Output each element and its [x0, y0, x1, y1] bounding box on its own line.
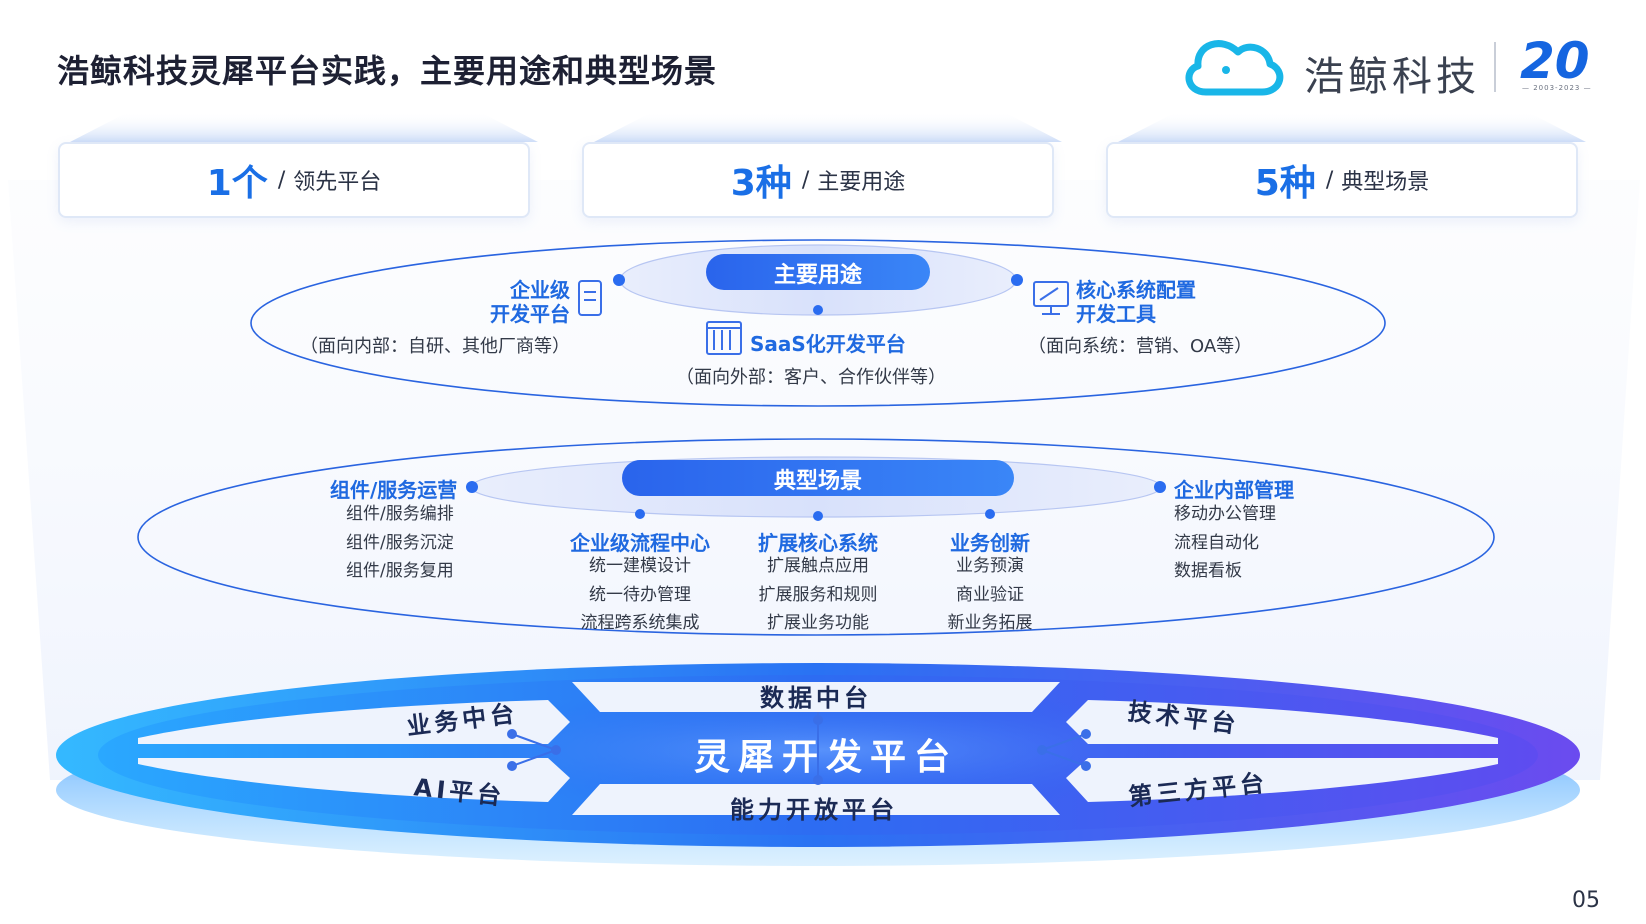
list-item: 新业务拓展: [947, 613, 1033, 633]
list-item: 商业验证: [956, 584, 1024, 605]
page-number: 05: [1572, 888, 1600, 913]
scenario-flow-list: 统一建模设计 统一待办管理 流程跨系统集成: [540, 552, 740, 638]
stat-number: 5种: [1254, 163, 1316, 204]
stat-label: 主要用途: [817, 170, 906, 195]
scenarios-dot-left: [466, 481, 478, 493]
logo-cloud-icon: [1185, 40, 1284, 96]
scenario-innovation-list: 业务预演 商业验证 新业务拓展: [890, 552, 1090, 638]
platform-data-hub: 数据中台: [760, 684, 872, 712]
card-cap-3: [1118, 112, 1586, 142]
list-item: 统一建模设计: [589, 556, 691, 576]
uses-pill: [706, 254, 930, 290]
uses-pill-label: 主要用途: [773, 263, 862, 288]
scenarios-dot-2: [813, 511, 823, 521]
segment-bottom: [572, 784, 1060, 815]
connectors: [507, 712, 1091, 785]
use-saas-desc: （面向外部：客户、合作伙伴等）: [676, 367, 946, 388]
stat-label: 典型场景: [1341, 170, 1430, 195]
saas-icon: [706, 321, 742, 355]
scenario-ops-title: 组件/服务运营: [330, 478, 458, 502]
segment-left-bottom: [138, 758, 570, 802]
uses-dot-center: [813, 305, 823, 315]
scenario-innovation-title: 业务创新: [950, 531, 1030, 555]
stat-number: 1个: [206, 163, 268, 204]
use-enterprise-title-2: 开发平台: [490, 302, 570, 326]
scenarios-pill: [622, 460, 1014, 496]
segment-right-bottom: [1066, 758, 1498, 802]
use-core-title-2: 开发工具: [1076, 302, 1156, 326]
segment-left-top: [138, 700, 570, 744]
stat-number: 3种: [730, 163, 792, 204]
use-saas-title: SaaS化开发平台: [750, 332, 906, 356]
stat-card-scenarios: 5种 / 典型场景: [1106, 142, 1578, 218]
use-enterprise-desc: （面向内部：自研、其他厂商等）: [300, 336, 570, 357]
uses-dot-left: [613, 274, 625, 286]
card-cap-2: [594, 112, 1062, 142]
use-core-desc: （面向系统：营销、OA等）: [1028, 336, 1253, 357]
logo-anniversary: 20: [1520, 32, 1590, 90]
uses-dot-right: [1011, 274, 1023, 286]
logo-company-name: 浩鲸科技: [1304, 54, 1480, 100]
use-core-title-1: 核心系统配置: [1076, 278, 1196, 302]
scenario-flow-title: 企业级流程中心: [570, 531, 710, 555]
scenarios-dot-right: [1154, 481, 1166, 493]
stat-label: 领先平台: [293, 170, 382, 195]
list-item: 扩展触点应用: [767, 556, 869, 576]
list-item: 业务预演: [956, 556, 1024, 576]
stat-separator: /: [1325, 167, 1334, 193]
tablet-icon: [578, 280, 602, 316]
logo-divider: [1494, 42, 1496, 92]
scenario-ops-list: 组件/服务编排 组件/服务沉淀 组件/服务复用: [346, 500, 454, 586]
platform-core: 灵犀开发平台: [694, 737, 959, 778]
stat-separator: /: [277, 167, 286, 193]
scenarios-ellipse: [137, 438, 1495, 636]
scenarios-pill-label: 典型场景: [773, 469, 862, 494]
uses-ellipse: [250, 239, 1386, 407]
list-item: 组件/服务复用: [346, 561, 454, 581]
list-item: 扩展业务功能: [767, 613, 869, 633]
list-item: 流程跨系统集成: [580, 613, 700, 633]
scenario-extend-list: 扩展触点应用 扩展服务和规则 扩展业务功能: [718, 552, 918, 638]
logo-years: — 2003-2023 —: [1522, 84, 1592, 92]
scenario-internal-list: 移动办公管理 流程自动化 数据看板: [1174, 500, 1276, 586]
scenario-extend-title: 扩展核心系统: [758, 531, 878, 555]
card-cap-1: [70, 112, 538, 142]
scenarios-dot-1: [635, 509, 645, 519]
monitor-icon: [1033, 281, 1069, 315]
list-item: 组件/服务沉淀: [346, 532, 454, 553]
stat-card-platform: 1个 / 领先平台: [58, 142, 530, 218]
list-item: 移动办公管理: [1174, 504, 1276, 524]
company-logo: 浩鲸科技 20 — 2003-2023 —: [1212, 32, 1632, 102]
list-item: 统一待办管理: [589, 584, 691, 605]
stat-card-uses: 3种 / 主要用途: [582, 142, 1054, 218]
list-item: 数据看板: [1174, 561, 1242, 581]
segment-top: [572, 682, 1060, 712]
stat-separator: /: [801, 167, 810, 193]
list-item: 流程自动化: [1174, 532, 1259, 553]
segment-right-top: [1066, 700, 1498, 744]
scenarios-dot-3: [985, 509, 995, 519]
list-item: 组件/服务编排: [346, 504, 454, 524]
page-title: 浩鲸科技灵犀平台实践，主要用途和典型场景: [57, 52, 718, 90]
use-enterprise-title-1: 企业级: [510, 278, 570, 302]
list-item: 扩展服务和规则: [758, 584, 878, 605]
platform-capability-open: 能力开放平台: [730, 796, 898, 824]
scenario-internal-title: 企业内部管理: [1174, 478, 1294, 502]
